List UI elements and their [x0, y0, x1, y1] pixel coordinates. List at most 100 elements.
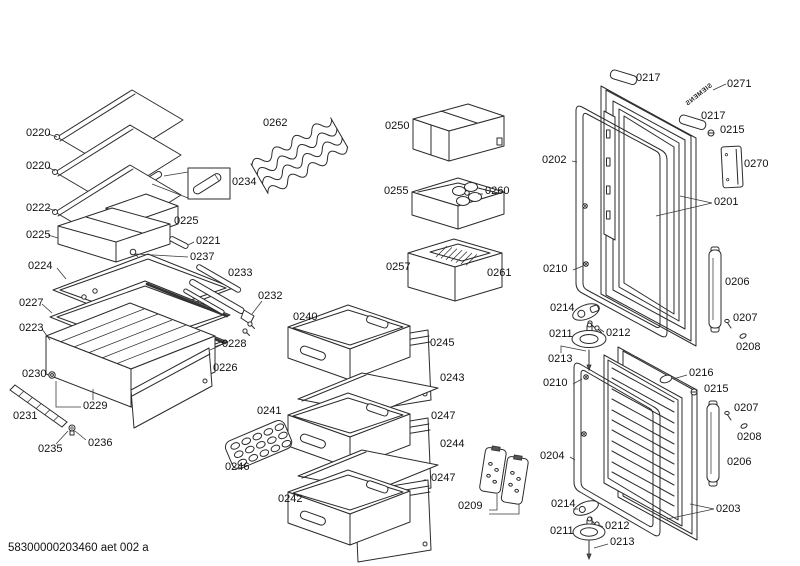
- part-label-0217-38: 0217: [701, 110, 726, 122]
- part-0210-screw-lower-b: [581, 431, 587, 437]
- part-label-0214-47: 0214: [550, 302, 575, 314]
- part-label-0216-52: 0216: [689, 367, 714, 379]
- part-0217-trim-1: [609, 69, 638, 86]
- part-label-0210-51: 0210: [543, 377, 568, 389]
- part-label-0201-42: 0201: [714, 196, 739, 208]
- part-0210-screw-a: [582, 203, 588, 209]
- part-label-0247-29: 0247: [431, 472, 456, 484]
- part-label-0255-32: 0255: [384, 185, 409, 197]
- door-bins-group: [407, 103, 505, 302]
- part-label-0208-55: 0208: [737, 431, 762, 443]
- part-label-0215-39: 0215: [720, 124, 745, 136]
- part-label-0231-8: 0231: [13, 410, 38, 422]
- part-label-0220-1: 0220: [26, 160, 51, 172]
- part-0201-fridge-door: [600, 85, 697, 347]
- part-label-0229-9: 0229: [83, 400, 108, 412]
- part-label-0228-13: 0228: [222, 338, 247, 350]
- lower-door-group: [573, 346, 748, 541]
- rails-group: [183, 264, 255, 336]
- part-label-0233-19: 0233: [228, 267, 253, 279]
- part-0260-egg-insert: [452, 182, 482, 206]
- part-label-0213-62: 0213: [610, 536, 635, 548]
- part-label-0246-27: 0246: [225, 461, 250, 473]
- part-0215-screw: [707, 129, 715, 137]
- part-0262-bottle-rack: [250, 117, 349, 194]
- part-0237-screw: [129, 248, 139, 258]
- part-label-0226-12: 0226: [213, 362, 238, 374]
- part-label-0232-20: 0232: [258, 290, 283, 302]
- diagram-footer-code: 58300000203460 aet 002 a: [8, 542, 149, 554]
- part-0250-dairy-bin: [412, 103, 505, 162]
- bottom-hinge-group: [572, 500, 606, 561]
- part-label-0207-54: 0207: [734, 402, 759, 414]
- part-0234-inset-box: [151, 167, 231, 200]
- part-label-0212-60: 0212: [605, 520, 630, 532]
- part-label-0214-59: 0214: [551, 498, 576, 510]
- part-label-0257-34: 0257: [386, 261, 411, 273]
- part-0202-gasket: [575, 105, 668, 338]
- part-label-0202-40: 0202: [542, 154, 567, 166]
- part-0221-rod: [169, 236, 189, 249]
- part-0213-hinge-pin-bottom: [586, 540, 592, 561]
- part-0206-handle-lower: [706, 400, 720, 487]
- part-label-0215-53: 0215: [704, 383, 729, 395]
- part-0211-hinge-base-mid: [571, 322, 607, 348]
- part-label-0242-28: 0242: [278, 493, 303, 505]
- part-label-0206-56: 0206: [727, 456, 752, 468]
- part-label-0237-18: 0237: [190, 251, 215, 263]
- part-label-0223-6: 0223: [19, 322, 44, 334]
- part-0231-rail: [9, 384, 68, 428]
- part-label-0260-33: 0260: [485, 185, 510, 197]
- part-0209-covers: [479, 445, 529, 505]
- part-label-0236-11: 0236: [88, 437, 113, 449]
- freezer-drawers-group: [224, 304, 439, 563]
- leader-lines: [41, 83, 727, 549]
- part-label-0224-4: 0224: [28, 260, 53, 272]
- part-label-0234-14: 0234: [232, 176, 257, 188]
- part-label-0225-3: 0225: [26, 229, 51, 241]
- part-0270-panel: [720, 145, 744, 189]
- part-0204-gasket: [573, 362, 661, 537]
- part-0261-insert: [429, 243, 491, 266]
- part-label-0204-57: 0204: [540, 450, 565, 462]
- part-0210-screw-b: [583, 261, 589, 267]
- part-label-0220-0: 0220: [26, 127, 51, 139]
- part-label-0217-36: 0217: [636, 72, 661, 84]
- part-label-0213-50: 0213: [548, 353, 573, 365]
- part-label-0261-35: 0261: [487, 267, 512, 279]
- part-label-0206-44: 0206: [725, 276, 750, 288]
- part-0214-hinge-cover-bottom: [573, 500, 599, 516]
- part-0213-hinge-pin-mid: [586, 349, 592, 372]
- part-label-0208-46: 0208: [736, 341, 761, 353]
- crisper-group: [9, 302, 216, 436]
- part-label-0240-21: 0240: [293, 311, 318, 323]
- part-0230-nut: [48, 371, 56, 379]
- part-label-0250-31: 0250: [385, 120, 410, 132]
- part-label-0247-25: 0247: [431, 410, 456, 422]
- part-label-0235-10: 0235: [38, 443, 63, 455]
- part-label-0270-41: 0270: [744, 158, 769, 170]
- part-0206-handle-upper: [708, 246, 722, 333]
- part-0225-tray-left: [57, 207, 171, 263]
- part-label-0212-49: 0212: [606, 327, 631, 339]
- part-0215-screw-lower: [690, 388, 698, 396]
- part-0211-hinge-base-bottom: [572, 516, 606, 541]
- part-label-0203-58: 0203: [716, 503, 741, 515]
- part-label-0230-7: 0230: [22, 368, 47, 380]
- part-0208-cap-lower: [740, 423, 748, 429]
- part-label-0221-17: 0221: [196, 235, 221, 247]
- part-0232-rail-assembly: [183, 279, 255, 336]
- part-0235-screw: [68, 424, 76, 436]
- part-label-0243-23: 0243: [440, 372, 465, 384]
- door-trays-group: [57, 193, 189, 263]
- part-label-0211-48: 0211: [549, 328, 573, 340]
- part-0217-trim-2: [678, 114, 707, 131]
- part-label-0262-15: 0262: [263, 117, 288, 129]
- part-label-0227-5: 0227: [19, 297, 44, 309]
- part-label-0211-61: 0211: [550, 525, 574, 537]
- part-label-0225-16: 0225: [174, 215, 199, 227]
- part-0226-drawer-front: [130, 347, 213, 429]
- siemens-logo: SIEMENS: [684, 82, 714, 107]
- part-0216-cover: [659, 374, 673, 384]
